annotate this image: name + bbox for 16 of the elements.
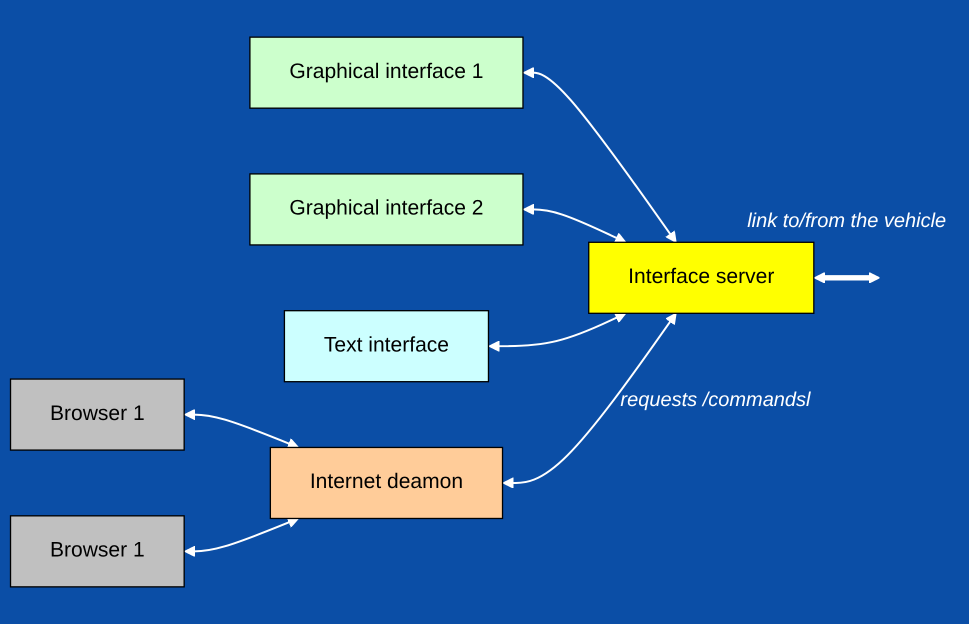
node-box: Graphical interface 1 [249, 36, 524, 109]
node-box: Browser 1 [10, 515, 185, 588]
arrow [522, 204, 626, 244]
node-box: Internet deamon [270, 446, 504, 520]
note-text: link to/from the vehicle [747, 210, 946, 233]
arrow [522, 66, 677, 243]
note-text: requests /commandsl [620, 388, 810, 412]
arrow [488, 312, 626, 352]
arrow [502, 312, 677, 489]
node-box: Browser 1 [10, 378, 185, 451]
node-box: Graphical interface 2 [249, 173, 524, 246]
arrow [184, 517, 299, 558]
arrow [184, 408, 299, 449]
arrow [814, 272, 880, 284]
node-box: Text interface [284, 310, 490, 382]
node-box: Interface server [588, 242, 814, 314]
